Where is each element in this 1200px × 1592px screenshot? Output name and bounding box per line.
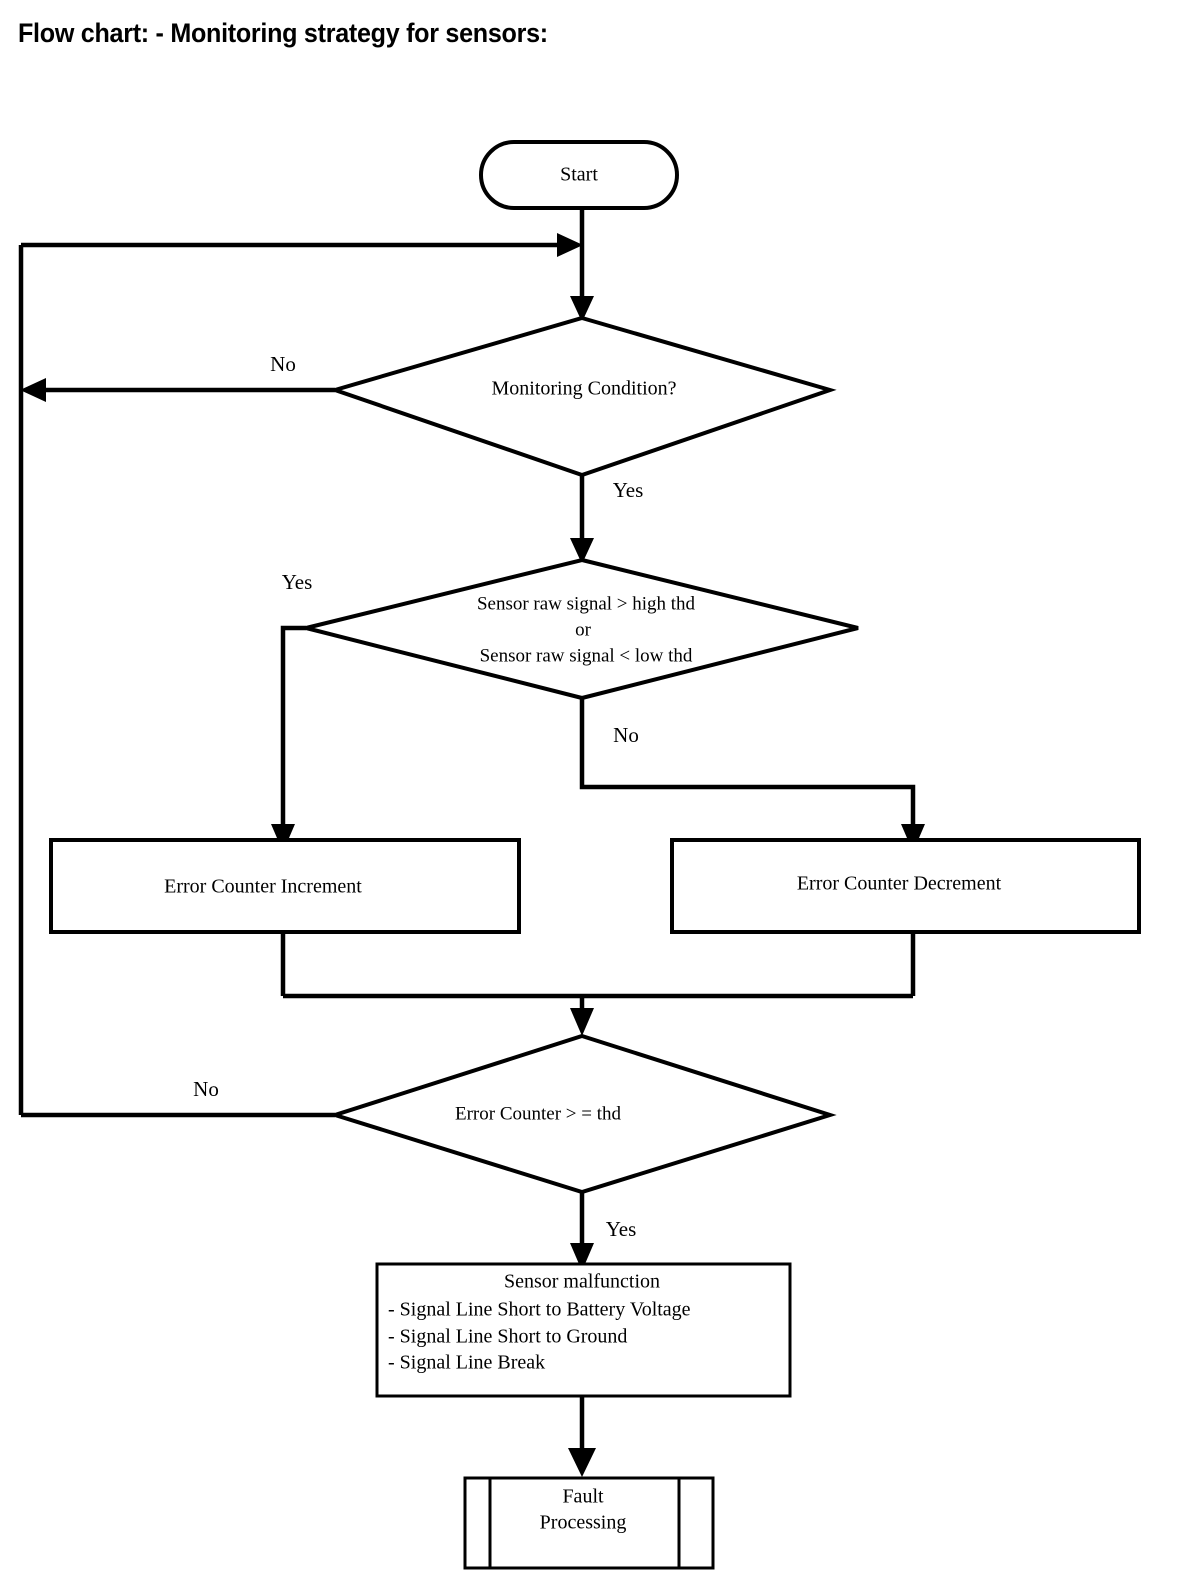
edge-threshold-yes — [280, 625, 306, 838]
node-counter-decrement[interactable] — [670, 838, 1141, 934]
node-counter-increment[interactable] — [49, 838, 521, 934]
page-title: Flow chart: - Monitoring strategy for se… — [18, 18, 548, 48]
arrowhead-feedback-top — [557, 233, 583, 257]
node-sensor-malfunction-item-1: - Signal Line Short to Ground — [388, 1326, 627, 1348]
arrowhead-into-fault — [568, 1448, 596, 1477]
node-fault-processing-line1: Fault — [562, 1486, 604, 1508]
edge-threshold-no — [579, 698, 916, 838]
arrowhead-monitoring-no — [20, 378, 46, 402]
node-counter-increment-label: Error Counter Increment — [164, 876, 362, 898]
node-start[interactable] — [479, 140, 679, 210]
edge-label-threshold-yes: Yes — [282, 570, 313, 594]
node-counter-decrement-label: Error Counter Decrement — [797, 873, 1002, 895]
node-fault-processing-line2: Processing — [540, 1512, 627, 1534]
arrowhead-monitoring-yes — [570, 538, 594, 564]
arrowhead-into-counter-decision — [570, 1008, 594, 1036]
edge-label-counter-yes: Yes — [606, 1217, 637, 1241]
node-counter-threshold[interactable] — [328, 1033, 837, 1195]
edge-label-threshold-no: No — [613, 723, 639, 747]
node-fault-processing[interactable] — [463, 1476, 715, 1570]
arrowhead-counter-yes — [570, 1243, 594, 1271]
node-threshold-line3: Sensor raw signal < low thd — [480, 645, 693, 666]
node-sensor-malfunction-item-2: - Signal Line Break — [388, 1352, 545, 1374]
node-monitoring-condition-label: Monitoring Condition? — [492, 378, 677, 400]
node-threshold-line2: or — [575, 619, 592, 640]
node-counter-threshold-label: Error Counter > = thd — [455, 1103, 622, 1124]
arrowhead-into-monitoring — [570, 296, 594, 322]
edge-label-monitoring-no: No — [270, 352, 296, 376]
node-monitoring-condition[interactable] — [328, 315, 837, 478]
node-sensor-malfunction-heading: Sensor malfunction — [504, 1271, 660, 1293]
node-threshold-check[interactable] — [305, 557, 859, 701]
edge-label-counter-no: No — [193, 1077, 219, 1101]
node-sensor-malfunction[interactable] — [375, 1262, 792, 1398]
node-start-label: Start — [560, 164, 598, 186]
node-threshold-line1: Sensor raw signal > high thd — [477, 593, 696, 614]
node-sensor-malfunction-item-0: - Signal Line Short to Battery Voltage — [388, 1299, 691, 1321]
edge-label-monitoring-yes: Yes — [613, 478, 644, 502]
